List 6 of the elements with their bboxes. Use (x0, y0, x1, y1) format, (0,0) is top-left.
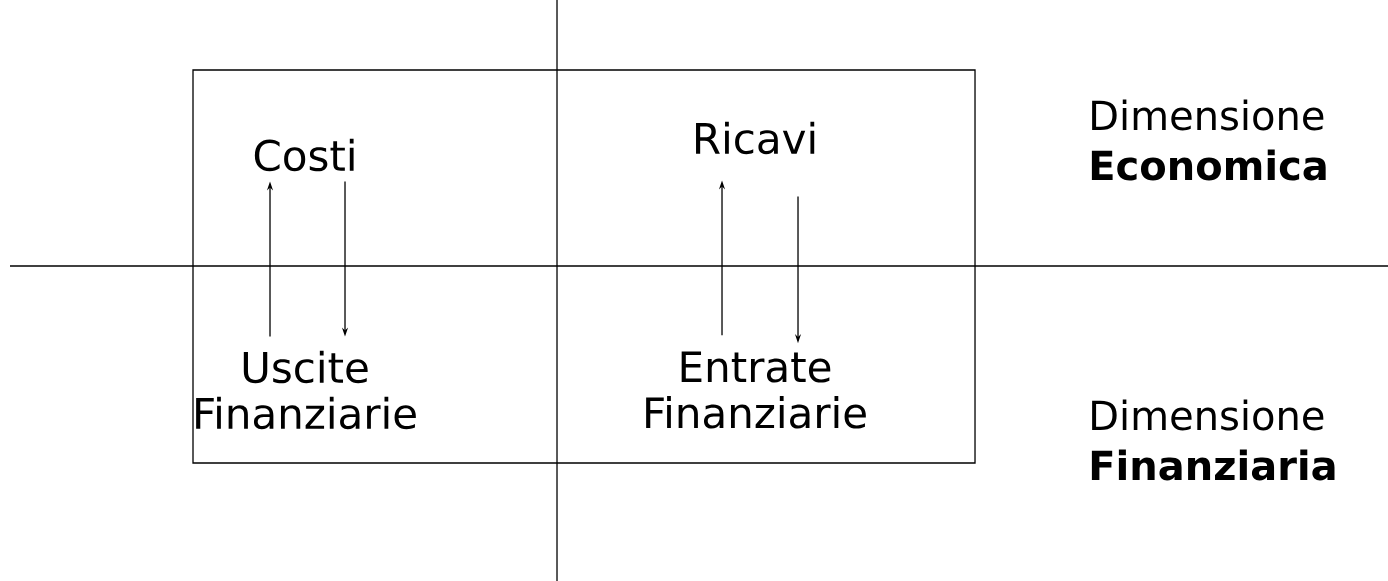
node-label: Uscite Finanziarie (196, 350, 416, 430)
node-label: Costi (254, 138, 354, 172)
dimension-label: Dimensione Finanziaria (1091, 399, 1335, 481)
node-label: Entrate Finanziarie (646, 351, 866, 429)
dimension-label: Dimensione Economica (1091, 99, 1326, 181)
node-label: Ricavi (696, 121, 815, 155)
